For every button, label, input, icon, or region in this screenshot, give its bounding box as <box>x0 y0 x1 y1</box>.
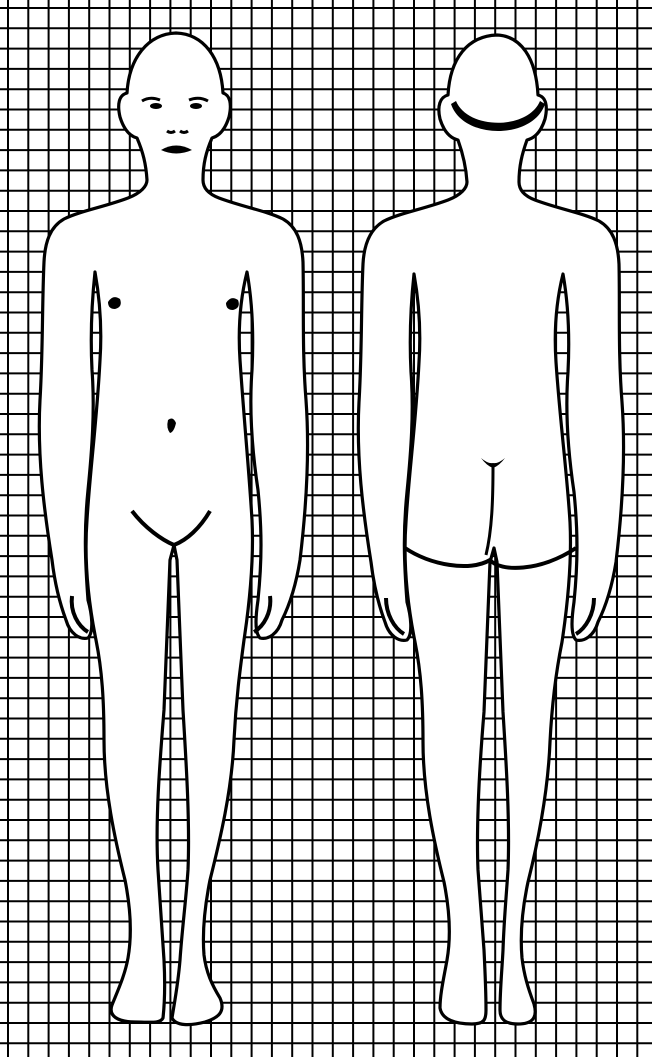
front-left-eye <box>150 103 162 109</box>
back-view-figure <box>358 35 623 1024</box>
front-right-eye <box>190 103 202 109</box>
front-view-figure <box>39 33 307 1025</box>
front-body-outline <box>39 33 307 1025</box>
